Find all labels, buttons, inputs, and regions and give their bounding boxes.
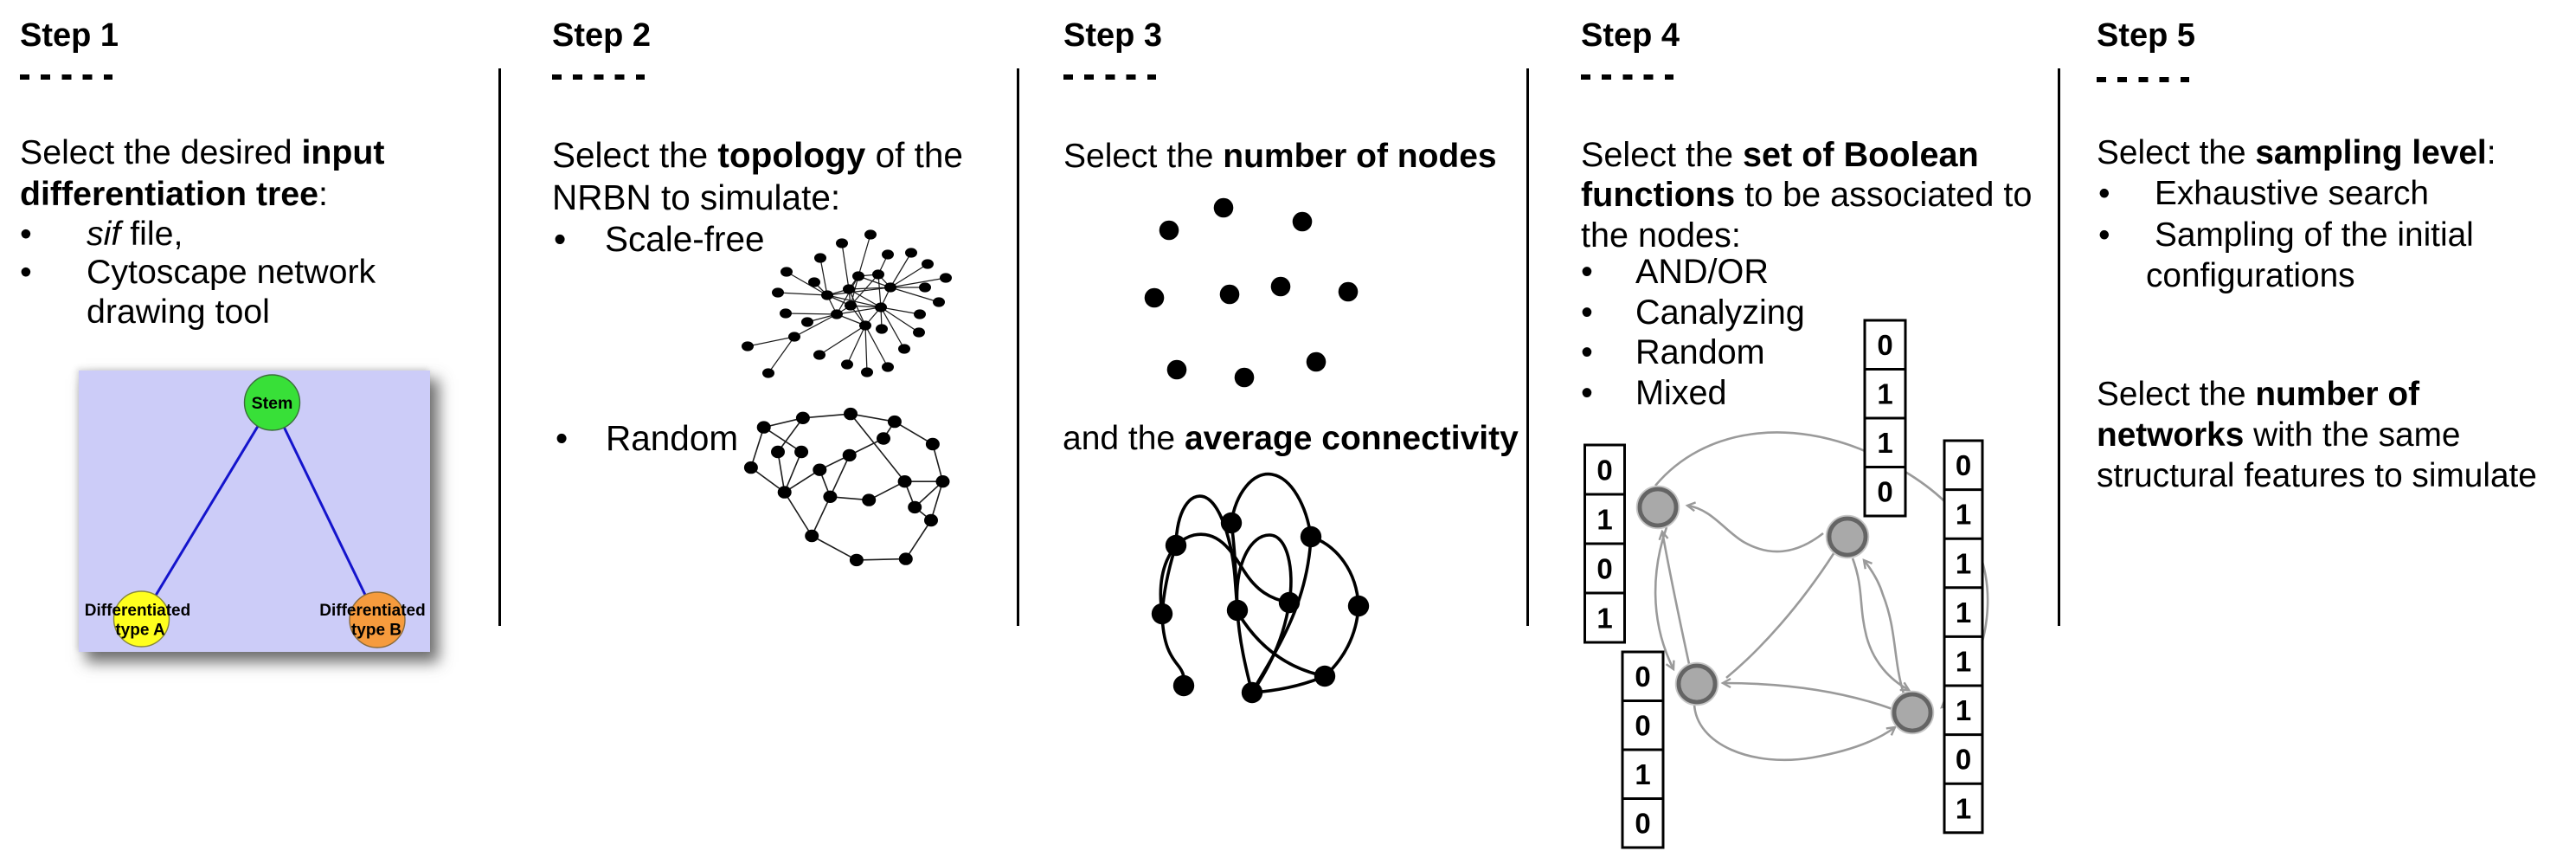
svg-text:0: 0 <box>1877 329 1892 361</box>
svg-text:1: 1 <box>1596 503 1612 535</box>
svg-text:0: 0 <box>1877 476 1892 508</box>
svg-text:1: 1 <box>1956 646 1971 678</box>
svg-text:0: 0 <box>1635 808 1650 840</box>
svg-text:0: 0 <box>1956 744 1971 776</box>
svg-text:0: 0 <box>1596 454 1612 486</box>
svg-text:1: 1 <box>1635 758 1650 790</box>
svg-text:type B: type B <box>350 621 401 639</box>
svg-text:0: 0 <box>1635 710 1650 742</box>
svg-text:1: 1 <box>1956 596 1971 629</box>
svg-text:1: 1 <box>1956 694 1971 726</box>
svg-text:Differentiated: Differentiated <box>84 602 190 620</box>
svg-text:Stem: Stem <box>251 394 292 413</box>
svg-text:1: 1 <box>1956 499 1971 531</box>
svg-text:1: 1 <box>1956 547 1971 579</box>
svg-text:Differentiated: Differentiated <box>319 602 425 620</box>
svg-text:1: 1 <box>1877 427 1892 459</box>
svg-text:1: 1 <box>1956 792 1971 824</box>
svg-text:1: 1 <box>1596 602 1612 634</box>
svg-text:type A: type A <box>115 621 165 639</box>
svg-text:0: 0 <box>1635 661 1650 693</box>
svg-text:0: 0 <box>1596 552 1612 584</box>
svg-text:1: 1 <box>1877 378 1892 410</box>
svg-text:0: 0 <box>1956 449 1971 481</box>
